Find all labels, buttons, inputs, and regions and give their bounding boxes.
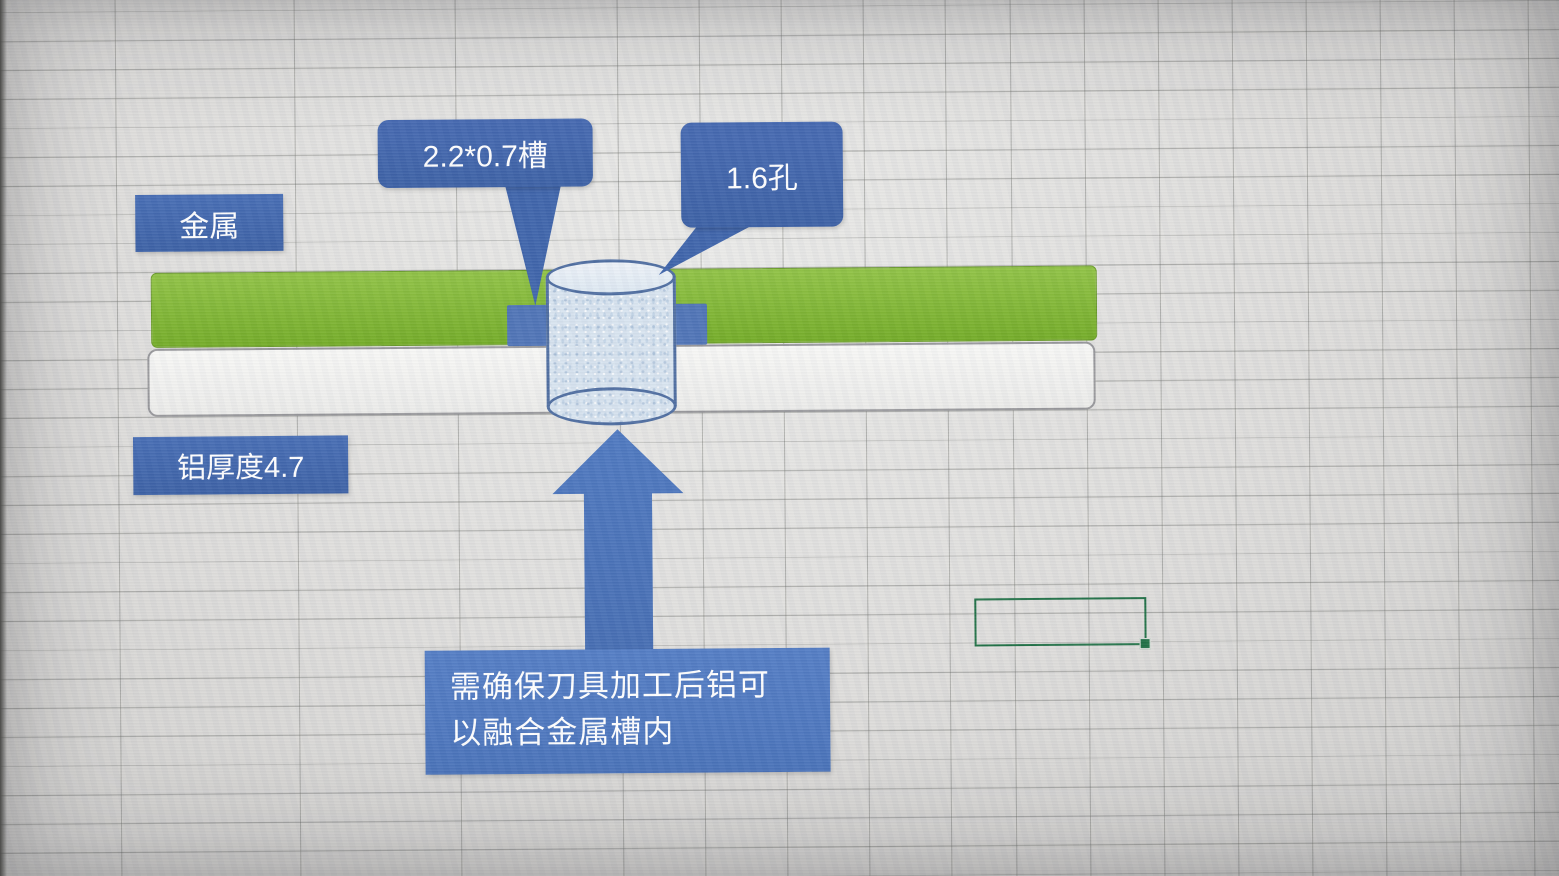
hole-callout-label: 1.6孔	[725, 161, 798, 195]
aluminum-thickness-label[interactable]: 铝厚度4.7	[132, 435, 349, 496]
hole-callout[interactable]: 1.6孔	[680, 121, 844, 228]
note-line-2: 以融合金属槽内	[450, 713, 675, 751]
note-box[interactable]: 需确保刀具加工后铝可 以融合金属槽内	[424, 647, 831, 775]
slot-callout-label: 2.2*0.7槽	[422, 139, 548, 174]
pin-cylinder[interactable]	[545, 258, 677, 426]
aluminum-thickness-text: 铝厚度4.7	[176, 451, 305, 485]
metal-label[interactable]: 金属	[135, 193, 284, 253]
screen-left-edge	[0, 0, 7, 876]
note-line-1: 需确保刀具加工后铝可	[449, 667, 771, 705]
selected-cell[interactable]	[974, 597, 1151, 650]
cylinder-bottom	[546, 386, 677, 426]
slot-callout[interactable]: 2.2*0.7槽	[377, 118, 594, 189]
fill-handle[interactable]	[1139, 638, 1151, 650]
metal-label-text: 金属	[179, 209, 240, 244]
